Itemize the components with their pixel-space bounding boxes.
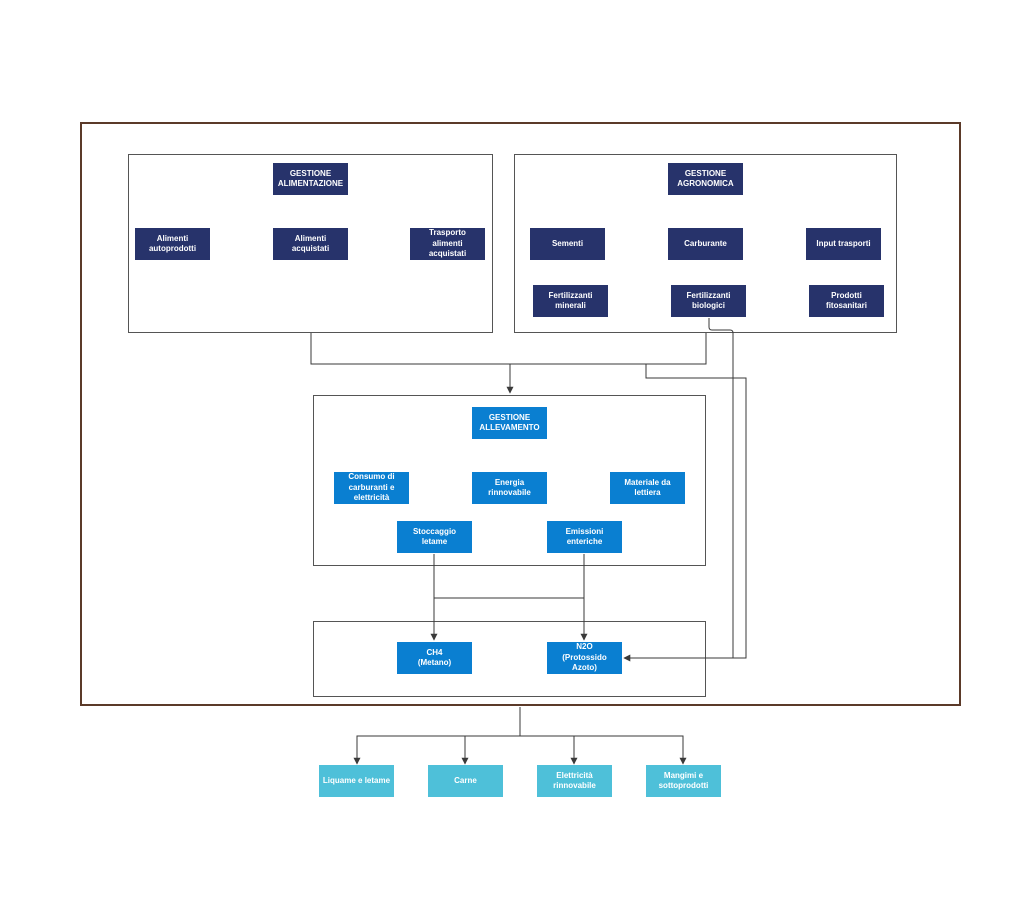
consumo-carburanti-node: Consumo di carburanti e elettricità [334, 472, 409, 504]
output-elettricita-rinnovabile: Elettricità rinnovabile [537, 765, 612, 797]
connector-to-mangimi [574, 735, 687, 765]
carburante-node: Carburante [668, 228, 743, 260]
panel-emissioni [313, 621, 706, 697]
prodotti-fitosanitari-node: Prodotti fitosanitari [809, 285, 884, 317]
fertilizzanti-biologici-node: Fertilizzanti biologici [671, 285, 746, 317]
emissioni-enteriche-node: Emissioni enteriche [547, 521, 622, 553]
gestione-agronomica-title: GESTIONE AGRONOMICA [668, 163, 743, 195]
alimenti-autoprodotti-node: Alimenti autoprodotti [135, 228, 210, 260]
alimenti-acquistati-node: Alimenti acquistati [273, 228, 348, 260]
connector-boundary-to-outputs [353, 707, 521, 765]
output-liquame-letame: Liquame e letame [319, 765, 394, 797]
trasporto-alimenti-node: Trasporto alimenti acquistati [410, 228, 485, 260]
output-carne: Carne [428, 765, 503, 797]
sementi-node: Sementi [530, 228, 605, 260]
connector-to-elettricita [520, 735, 578, 765]
gestione-alimentazione-title: GESTIONE ALIMENTAZIONE [273, 163, 348, 195]
ch4-node: CH4 (Metano) [397, 642, 472, 674]
fertilizzanti-minerali-node: Fertilizzanti minerali [533, 285, 608, 317]
energia-rinnovabile-node: Energia rinnovabile [472, 472, 547, 504]
input-trasporti-node: Input trasporti [806, 228, 881, 260]
system-boundary [80, 122, 961, 706]
materiale-lettiera-node: Materiale da lettiera [610, 472, 685, 504]
n2o-node: N2O (Protossido Azoto) [547, 642, 622, 674]
gestione-allevamento-title: GESTIONE ALLEVAMENTO [472, 407, 547, 439]
stoccaggio-letame-node: Stoccaggio letame [397, 521, 472, 553]
output-mangimi-sottoprodotti: Mangimi e sottoprodotti [646, 765, 721, 797]
